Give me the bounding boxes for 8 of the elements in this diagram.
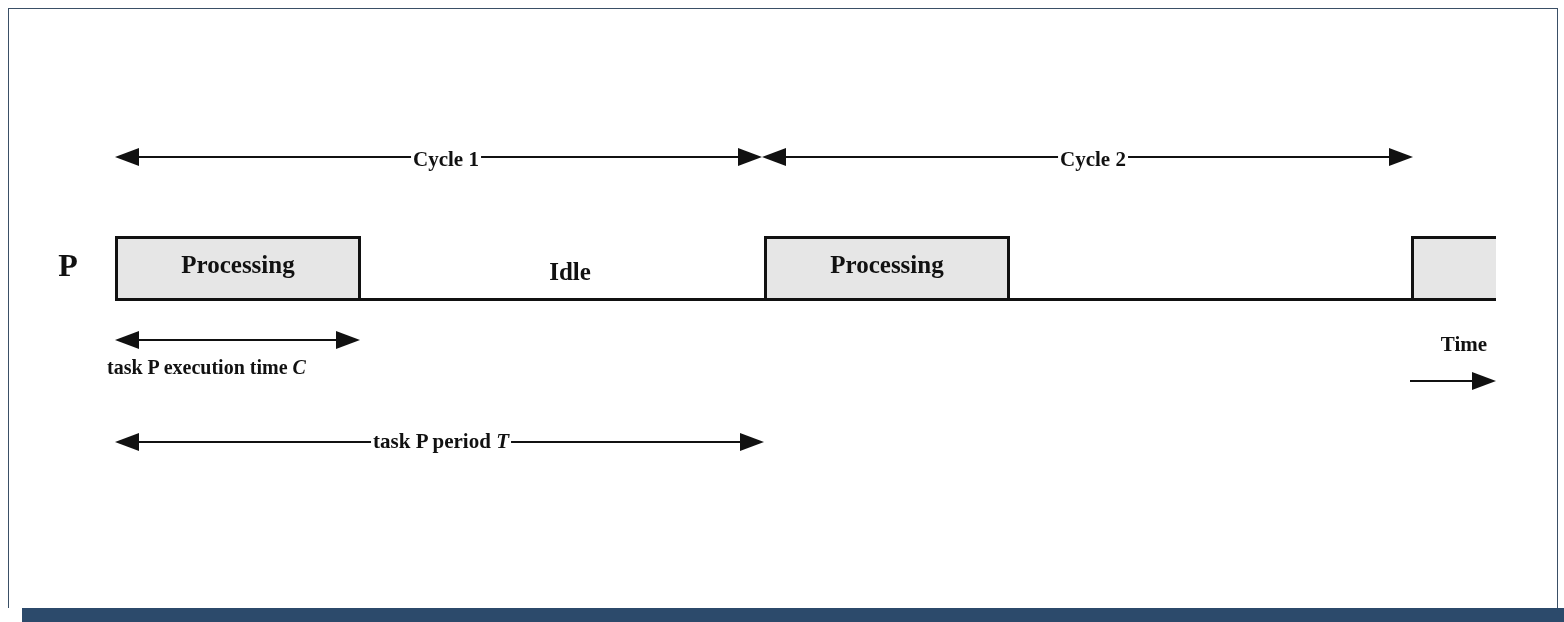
diagram-label: task P period T: [371, 430, 511, 454]
diagram-label: Cycle 1: [411, 148, 481, 172]
node-label: Processing: [181, 251, 295, 279]
diagram-label: Cycle 2: [1058, 148, 1128, 172]
empty-box: [1411, 236, 1496, 301]
node-label: Processing: [830, 251, 944, 279]
processing-box: [764, 236, 1010, 301]
processing-box: [115, 236, 361, 301]
